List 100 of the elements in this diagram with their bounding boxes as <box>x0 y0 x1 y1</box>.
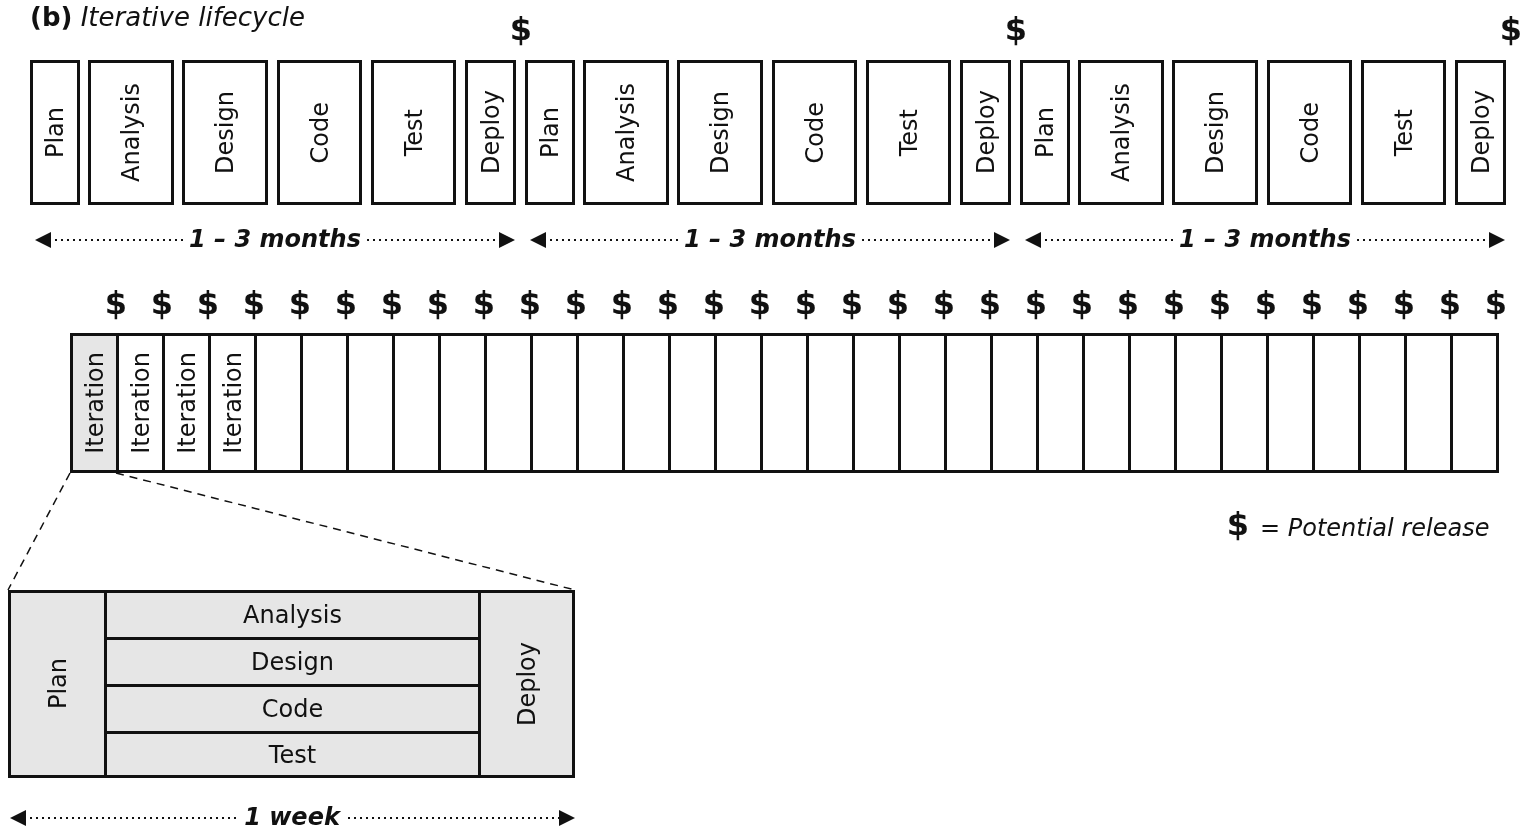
iteration-box <box>346 333 395 473</box>
duration-label: 1 week <box>238 803 346 828</box>
phase-label: Analysis <box>612 83 640 182</box>
iteration-box <box>1312 333 1361 473</box>
phase-label: Plan <box>1031 106 1059 159</box>
phase-label: Analysis <box>1107 83 1135 182</box>
release-symbol: $ <box>1116 284 1140 322</box>
iteration-box <box>530 333 579 473</box>
release-symbol: $ <box>886 284 910 322</box>
release-symbol: $ <box>794 284 818 322</box>
phase-box <box>677 60 763 205</box>
figure-title: (b) Iterative lifecycle <box>30 2 305 32</box>
phase-box <box>104 637 481 687</box>
release-symbol: $ <box>288 284 312 322</box>
phase-label: Design <box>211 91 239 174</box>
phase-box <box>8 590 107 778</box>
phase-label: Analysis <box>117 83 145 182</box>
iteration-box <box>1174 333 1223 473</box>
phase-box <box>277 60 362 205</box>
phase-label: Plan <box>41 106 69 159</box>
phase-box <box>1361 60 1446 205</box>
release-symbol: $ <box>748 284 772 322</box>
phase-box <box>1172 60 1258 205</box>
iteration-label: Iteration <box>218 352 247 454</box>
iteration-box <box>806 333 855 473</box>
iteration-box <box>1450 333 1499 473</box>
release-symbol: $ <box>1300 284 1324 322</box>
iteration-box <box>1220 333 1269 473</box>
iteration-box <box>760 333 809 473</box>
release-symbol: $ <box>509 10 533 48</box>
phase-label: Design <box>1201 91 1229 174</box>
release-symbol: $ <box>380 284 404 322</box>
phase-box <box>104 731 481 778</box>
phase-box <box>1078 60 1164 205</box>
phase-label: Design <box>251 648 334 676</box>
phase-label: Test <box>1389 108 1418 157</box>
release-symbol: $ <box>656 284 680 322</box>
phase-label: Plan <box>536 106 564 159</box>
iteration-box <box>300 333 349 473</box>
iteration-box <box>714 333 763 473</box>
phase-box <box>182 60 268 205</box>
iteration-label: Iteration <box>172 352 201 454</box>
release-symbol: $ <box>610 284 634 322</box>
release-symbol: $ <box>932 284 956 322</box>
iteration-box <box>1082 333 1131 473</box>
release-symbol: $ <box>472 284 496 322</box>
phase-box <box>1455 60 1506 205</box>
release-symbol: $ <box>1484 284 1508 322</box>
phase-box <box>88 60 174 205</box>
phase-label: Code <box>261 695 324 723</box>
iteration-box <box>70 333 119 473</box>
iteration-box <box>990 333 1039 473</box>
release-symbol: $ <box>978 284 1002 322</box>
release-symbol: $ <box>702 284 726 322</box>
release-symbol: $ <box>1024 284 1048 322</box>
release-symbol: $ <box>1392 284 1416 322</box>
phase-box <box>583 60 669 205</box>
iteration-box <box>116 333 165 473</box>
phase-label: Deploy <box>476 90 505 175</box>
iteration-box <box>254 333 303 473</box>
release-symbol: $ <box>426 284 450 322</box>
release-symbol: $ <box>1070 284 1094 322</box>
phase-label: Plan <box>43 658 72 710</box>
iteration-box <box>576 333 625 473</box>
release-symbol: $ <box>196 284 220 322</box>
iteration-box <box>944 333 993 473</box>
phase-box <box>1267 60 1352 205</box>
phase-box <box>1020 60 1070 205</box>
release-symbol: $ <box>518 284 542 322</box>
release-symbol: $ <box>1004 10 1028 48</box>
iteration-box <box>668 333 717 473</box>
release-symbol: $ <box>1438 284 1462 322</box>
release-symbol: $ <box>334 284 358 322</box>
phase-label: Test <box>894 108 923 157</box>
phase-label: Analysis <box>243 601 342 629</box>
phase-box <box>30 60 80 205</box>
iteration-box <box>208 333 257 473</box>
phase-label: Code <box>305 101 334 164</box>
release-symbol: $ <box>1499 10 1523 48</box>
phase-label: Design <box>706 91 734 174</box>
release-symbol: $ <box>150 284 174 322</box>
release-symbol: $ <box>1254 284 1278 322</box>
phase-box <box>104 590 481 640</box>
phase-label: Code <box>1295 101 1324 164</box>
zoom-line <box>7 472 71 591</box>
release-symbol: $ <box>104 284 128 322</box>
phase-label: Deploy <box>512 641 541 726</box>
release-symbol: $ <box>1208 284 1232 322</box>
iteration-box <box>1128 333 1177 473</box>
iteration-box <box>1404 333 1453 473</box>
iteration-box <box>622 333 671 473</box>
iteration-box <box>438 333 487 473</box>
release-symbol: $ <box>242 284 266 322</box>
phase-box <box>371 60 456 205</box>
iteration-box <box>1036 333 1085 473</box>
iteration-box <box>484 333 533 473</box>
legend-symbol: $ <box>1226 505 1250 543</box>
phase-box <box>960 60 1011 205</box>
phase-label: Test <box>268 740 317 769</box>
release-symbol: $ <box>1162 284 1186 322</box>
